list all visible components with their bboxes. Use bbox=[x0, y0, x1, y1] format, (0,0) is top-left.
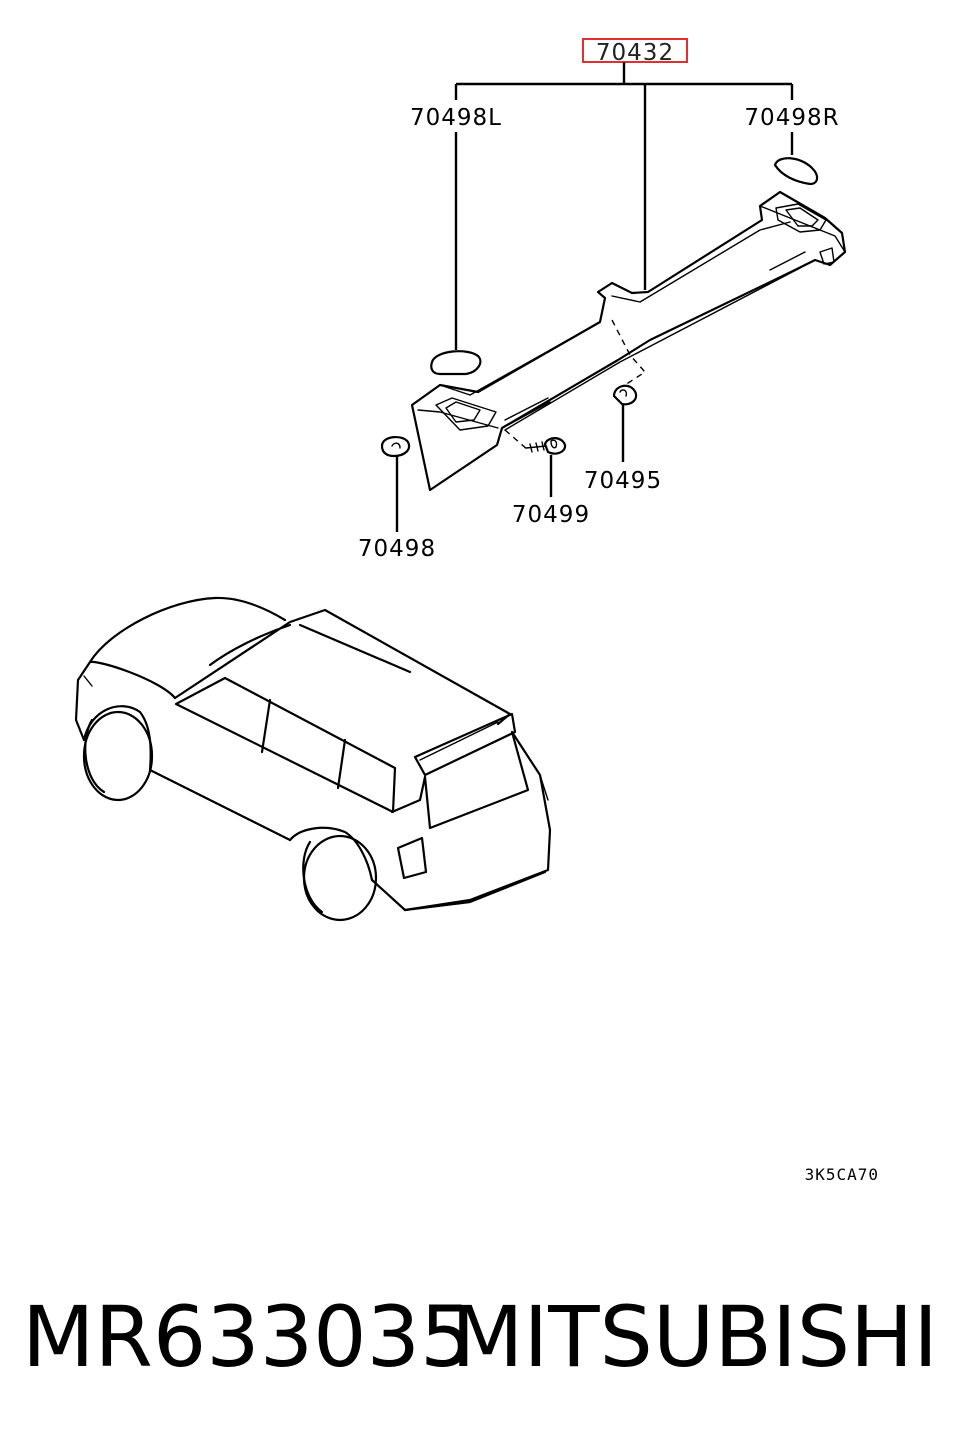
leader-lines bbox=[395, 132, 794, 532]
clip-icon[interactable] bbox=[612, 384, 638, 406]
callout-70495[interactable]: 70495 bbox=[584, 468, 662, 494]
leader-bracket bbox=[454, 62, 794, 290]
vehicle-rear-view-icon bbox=[74, 596, 552, 922]
highlight-box bbox=[582, 38, 688, 63]
cap-right-icon[interactable] bbox=[773, 157, 819, 186]
callout-70498R[interactable]: 70498R bbox=[744, 105, 839, 131]
callout-label-70432: 70432 bbox=[596, 40, 674, 66]
callout-70432[interactable]: 70432 bbox=[582, 38, 688, 66]
screw-icon[interactable] bbox=[504, 429, 567, 455]
cap-left-icon[interactable] bbox=[430, 350, 482, 376]
diagram-code: 3K5CA70 bbox=[805, 1165, 879, 1184]
footer-part-number: MR633035 bbox=[22, 1288, 474, 1386]
grommet-icon[interactable] bbox=[380, 436, 411, 458]
callout-70498L[interactable]: 70498L bbox=[410, 105, 502, 131]
footer-brand: MITSUBISHI bbox=[451, 1288, 938, 1386]
spoiler-trim-part-icon[interactable] bbox=[410, 190, 847, 492]
callout-70498[interactable]: 70498 bbox=[358, 536, 436, 562]
callout-70499[interactable]: 70499 bbox=[512, 502, 590, 528]
